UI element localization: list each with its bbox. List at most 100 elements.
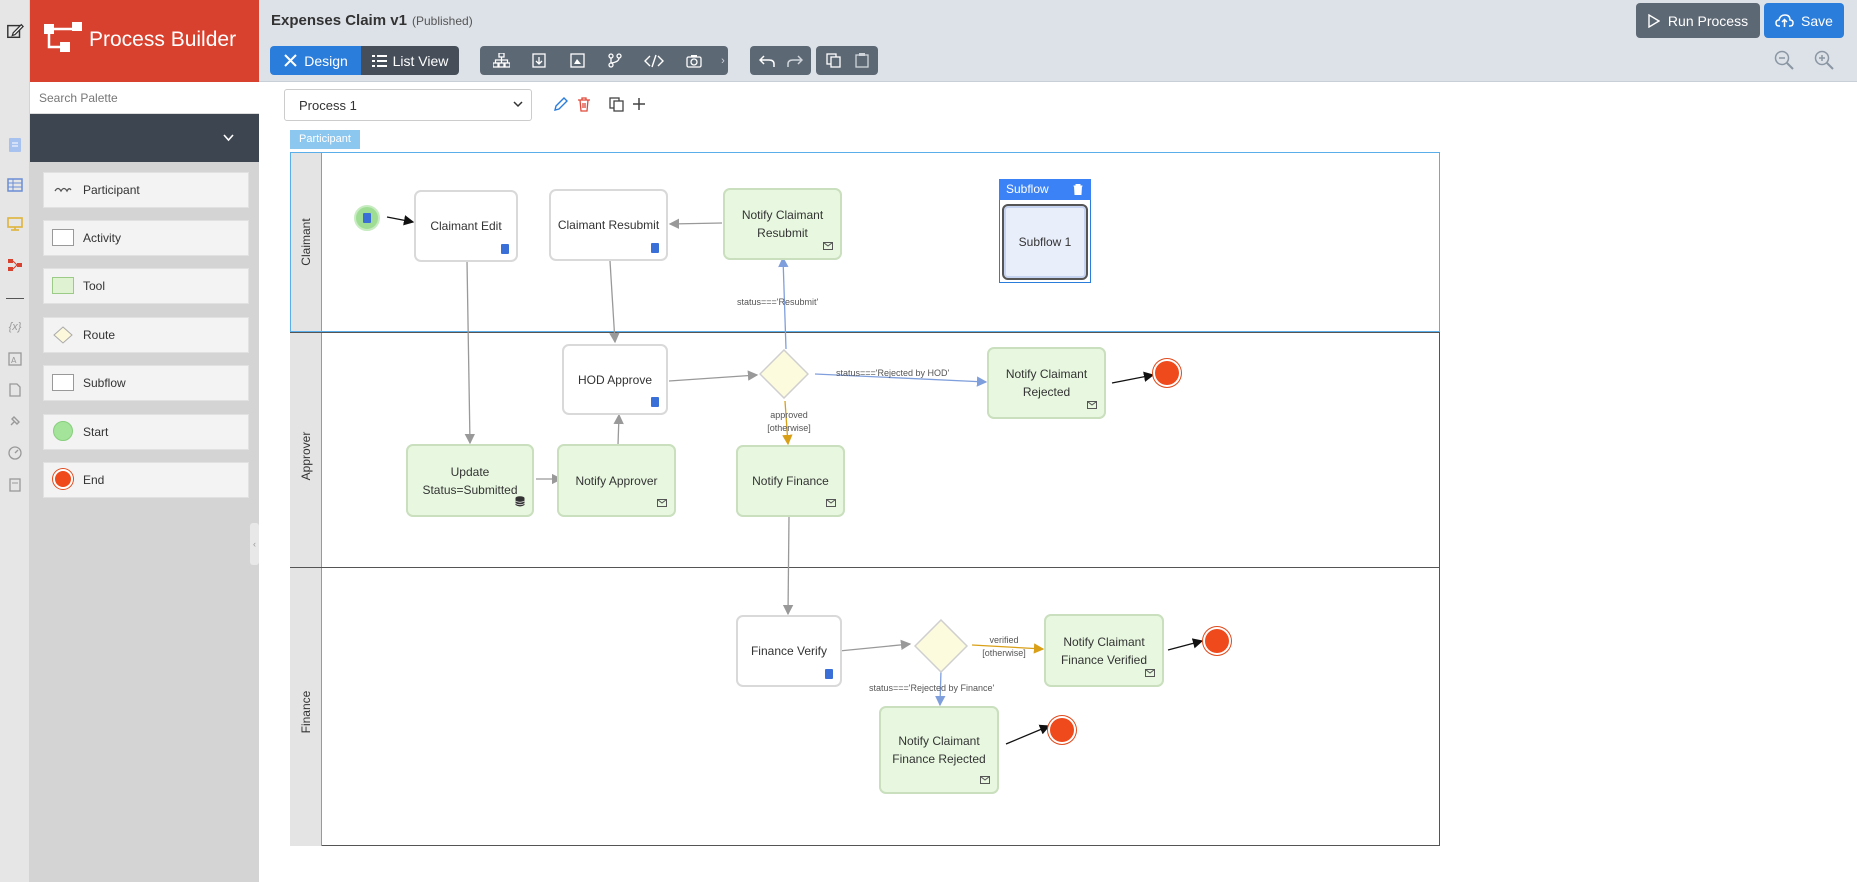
palette-item-tool[interactable]: Tool xyxy=(43,268,249,304)
i18n-icon[interactable]: A xyxy=(6,350,24,368)
datalist-icon[interactable] xyxy=(6,176,24,194)
delete-process-icon[interactable] xyxy=(577,96,591,117)
save-label: Save xyxy=(1801,12,1833,29)
database-icon xyxy=(515,496,525,509)
transition-label: verified xyxy=(989,635,1019,645)
process-select-value: Process 1 xyxy=(299,98,357,113)
tool-notify-claimant-finance-rejected[interactable]: Notify Claimant Finance Rejected xyxy=(879,706,999,794)
palette-item-start[interactable]: Start xyxy=(43,414,249,450)
transition-label: status==='Resubmit' xyxy=(737,297,819,307)
brand-header: Process Builder xyxy=(30,0,259,82)
undo-icon[interactable] xyxy=(754,46,780,75)
palette-item-route[interactable]: Route xyxy=(43,317,249,353)
end-node[interactable] xyxy=(1050,718,1074,742)
design-view-button[interactable]: Design xyxy=(270,46,361,75)
transition-label: status==='Rejected by Finance' xyxy=(869,683,995,693)
chevron-down-icon xyxy=(513,101,523,108)
variable-icon[interactable]: {x} xyxy=(8,321,22,333)
participant-icon xyxy=(54,187,72,193)
tool-notify-claimant-resubmit[interactable]: Notify Claimant Resubmit xyxy=(723,188,842,260)
branch-icon[interactable] xyxy=(600,46,630,75)
activity-claimant-edit[interactable]: Claimant Edit xyxy=(414,190,518,262)
tool-notify-finance[interactable]: Notify Finance xyxy=(736,445,845,517)
paste-icon[interactable] xyxy=(849,46,875,75)
tool-icon xyxy=(52,277,74,294)
process-icon[interactable] xyxy=(6,256,24,274)
form-icon xyxy=(825,669,833,679)
activity-claimant-resubmit[interactable]: Claimant Resubmit xyxy=(549,189,668,261)
auto-layout-icon[interactable] xyxy=(524,46,554,75)
document-icon[interactable] xyxy=(6,381,24,399)
lane-header-column xyxy=(290,152,322,846)
userview-icon[interactable] xyxy=(6,215,24,233)
palette-item-subflow[interactable]: Subflow xyxy=(43,365,249,401)
palette-search-input[interactable]: Search Palette xyxy=(30,82,259,114)
palette-item-end[interactable]: End xyxy=(43,462,249,498)
envelope-icon xyxy=(823,242,833,252)
run-process-button[interactable]: Run Process xyxy=(1636,3,1760,38)
palette-item-activity[interactable]: Activity xyxy=(43,220,249,256)
form-icon xyxy=(363,213,371,223)
route-icon xyxy=(53,326,73,344)
collapse-palette-handle[interactable]: ‹ xyxy=(250,523,259,565)
undo-redo-group xyxy=(750,46,811,75)
envelope-icon xyxy=(1145,669,1155,679)
palette-item-label: Start xyxy=(83,425,109,439)
diagram-tools-group: › xyxy=(480,46,728,75)
palette-item-participant[interactable]: Participant xyxy=(43,172,249,208)
process-canvas: Participant Claimant Approver Finance xyxy=(259,123,1857,882)
activity-hod-approve[interactable]: HOD Approve xyxy=(562,344,668,415)
palette-category-dropdown[interactable] xyxy=(30,114,259,162)
notes-icon[interactable] xyxy=(6,476,24,494)
form-icon xyxy=(501,244,509,254)
dashboard-icon[interactable] xyxy=(6,444,24,462)
lane-divider xyxy=(290,332,1440,333)
palette-item-label: Participant xyxy=(83,183,140,197)
code-icon[interactable] xyxy=(637,46,671,75)
toolbar-scroll-right-icon[interactable]: › xyxy=(721,54,725,67)
route-verification-decision[interactable] xyxy=(913,618,969,674)
end-node[interactable] xyxy=(1205,629,1229,653)
subflow-node[interactable]: Subflow 1 xyxy=(1002,204,1088,280)
hierarchy-icon[interactable] xyxy=(486,46,516,75)
chevron-down-icon xyxy=(223,134,234,142)
status-label: (Published) xyxy=(412,14,473,28)
palette-item-label: End xyxy=(83,473,105,487)
save-button[interactable]: Save xyxy=(1764,3,1844,38)
add-process-icon[interactable] xyxy=(632,97,646,116)
subflow-header: Subflow xyxy=(999,179,1091,200)
left-icon-bar: {x} A xyxy=(0,0,30,882)
tool-notify-approver[interactable]: Notify Approver xyxy=(557,444,676,517)
copy-paste-group xyxy=(816,46,878,75)
tool-notify-claimant-rejected[interactable]: Notify Claimant Rejected xyxy=(987,347,1106,419)
delete-icon[interactable] xyxy=(1073,184,1083,195)
end-node[interactable] xyxy=(1155,361,1179,385)
tool-notify-claimant-finance-verified[interactable]: Notify Claimant Finance Verified xyxy=(1044,614,1164,687)
edit-process-icon[interactable] xyxy=(553,97,568,117)
activity-finance-verify[interactable]: Finance Verify xyxy=(736,615,842,687)
svg-text:A: A xyxy=(11,356,17,365)
copy-process-icon[interactable] xyxy=(609,97,624,117)
zoom-out-icon[interactable] xyxy=(1773,49,1795,71)
edit-icon[interactable] xyxy=(6,22,24,40)
export-image-icon[interactable] xyxy=(562,46,592,75)
start-icon xyxy=(53,421,73,441)
participant-tab[interactable]: Participant xyxy=(290,130,360,149)
palette-item-label: Tool xyxy=(83,279,106,293)
route-approval-decision[interactable] xyxy=(758,348,810,400)
copy-icon[interactable] xyxy=(820,46,846,75)
end-icon xyxy=(53,469,73,489)
process-select[interactable]: Process 1 xyxy=(284,89,532,121)
form-icon[interactable] xyxy=(6,136,24,154)
camera-icon[interactable] xyxy=(679,46,709,75)
plugin-icon[interactable] xyxy=(6,412,24,430)
start-node[interactable] xyxy=(354,205,380,231)
lane-claimant[interactable] xyxy=(290,152,1440,332)
list-view-button[interactable]: List View xyxy=(361,46,459,75)
zoom-in-icon[interactable] xyxy=(1813,49,1835,71)
redo-icon[interactable] xyxy=(782,46,808,75)
envelope-icon xyxy=(826,499,836,509)
tool-update-status[interactable]: Update Status=Submitted xyxy=(406,444,534,517)
connectors-layer xyxy=(386,215,1204,745)
palette-item-label: Subflow xyxy=(83,376,126,390)
